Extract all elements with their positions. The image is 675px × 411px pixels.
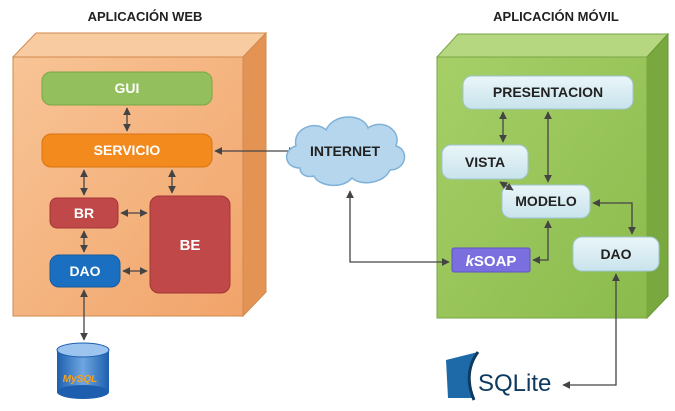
- mobile-dao-box: [572, 236, 660, 272]
- vista-box: [441, 144, 529, 180]
- arrow-dao-sqlite: [562, 273, 620, 389]
- gui-box: [41, 71, 213, 106]
- br-box: [49, 197, 119, 229]
- mobile-app-title: APLICACIÓN MÓVIL: [493, 9, 619, 24]
- arrow-modelo-ksoap: [532, 220, 552, 264]
- web-arrows: [80, 107, 297, 341]
- arrow-internet-ksoap: [346, 190, 450, 266]
- sqlite-logo-icon: SQLite: [446, 351, 551, 401]
- ksoap-k: k: [466, 253, 475, 270]
- br-label: BR: [74, 205, 94, 221]
- internet-label: INTERNET: [310, 143, 380, 159]
- gui-label: GUI: [115, 80, 140, 96]
- presentacion-label: PRESENTACION: [493, 84, 603, 100]
- mobile-dao-label: DAO: [600, 246, 631, 262]
- arrow-vista-modelo: [499, 181, 514, 191]
- sqlite-label: SQLite: [478, 370, 551, 397]
- ksoap-soap: SOAP: [474, 253, 517, 270]
- modelo-box: [501, 184, 591, 219]
- be-label: BE: [180, 237, 201, 254]
- web-app-title: APLICACIÓN WEB: [88, 9, 203, 24]
- ksoap-label: kSOAP: [466, 253, 517, 270]
- mobile-arrows: [346, 111, 636, 389]
- arrow-modelo-dao: [592, 199, 636, 235]
- be-box: [149, 195, 231, 294]
- mysql-logo-text: MySQL: [63, 374, 97, 385]
- internet-cloud-icon: [286, 116, 406, 187]
- presentacion-box: [462, 75, 634, 110]
- web-dao-box: [49, 254, 121, 288]
- web-dao-label: DAO: [69, 263, 100, 279]
- vista-label: VISTA: [465, 154, 505, 170]
- servicio-label: SERVICIO: [94, 142, 161, 158]
- servicio-box: [41, 133, 213, 168]
- modelo-label: MODELO: [515, 193, 577, 209]
- ksoap-box: [451, 247, 531, 273]
- mysql-database-icon: MySQL: [56, 342, 110, 399]
